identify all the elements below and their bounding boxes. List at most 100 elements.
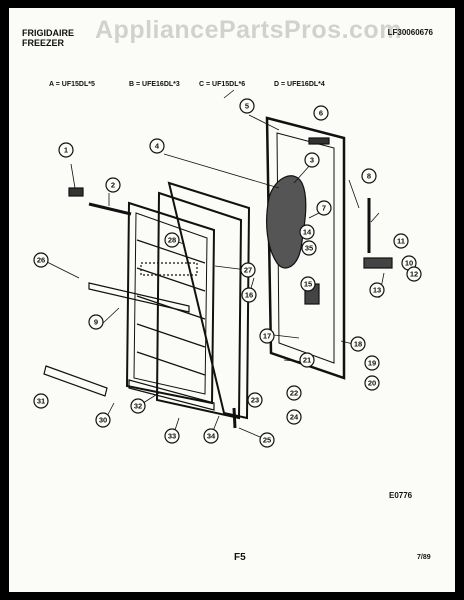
callout-circle	[301, 240, 317, 256]
callout-17: 17	[259, 328, 275, 344]
callout-22: 22	[286, 385, 302, 401]
callout-20: 20	[364, 375, 380, 391]
callout-circle	[95, 412, 111, 428]
callout-circle	[406, 266, 422, 282]
callout-number: 7	[322, 204, 326, 213]
callout-5: 5	[239, 98, 255, 114]
callout-number: 8	[367, 172, 371, 181]
callout-number: 24	[290, 413, 299, 422]
callout-number: 17	[263, 332, 271, 341]
callout-number: 2	[111, 181, 115, 190]
callout-circle	[88, 314, 104, 330]
callout-number: 25	[263, 436, 271, 445]
page-marker: F5	[234, 552, 246, 563]
callout-4: 4	[149, 138, 165, 154]
callout-circle	[240, 262, 256, 278]
callout-14: 14	[299, 224, 315, 240]
callout-number: 33	[168, 432, 176, 441]
callout-number: 32	[134, 402, 142, 411]
callout-number: 18	[354, 340, 362, 349]
door-inner-liner-edge	[133, 212, 208, 395]
model-number: LF30060676	[387, 28, 433, 37]
toe-grille	[43, 365, 108, 397]
callout-circle	[164, 232, 180, 248]
product-name: FREEZER	[22, 38, 65, 48]
part-1-bracket	[68, 187, 84, 197]
variant-d: D = UFE16DL*4	[274, 81, 325, 88]
callout-circle	[304, 152, 320, 168]
callout-number: 14	[303, 228, 312, 237]
callout-circle	[203, 428, 219, 444]
callout-circle	[259, 328, 275, 344]
callout-number: 35	[305, 244, 313, 253]
callout-number: 30	[99, 416, 107, 425]
bottom-trim	[128, 379, 215, 411]
callout-28: 28	[164, 232, 180, 248]
callout-31: 31	[33, 393, 49, 409]
callout-number: 23	[251, 396, 259, 405]
callout-26: 26	[33, 252, 49, 268]
callout-circle	[299, 224, 315, 240]
callout-12: 12	[406, 266, 422, 282]
door-shelf-4	[136, 323, 206, 348]
callout-27: 27	[240, 262, 256, 278]
variant-c: C = UF15DL*6	[199, 81, 246, 88]
callout-number: 21	[303, 356, 311, 365]
callout-circle	[33, 393, 49, 409]
callout-number: 15	[304, 280, 312, 289]
door-shelf-5	[136, 351, 206, 376]
callout-33: 33	[164, 428, 180, 444]
callout-circle	[130, 398, 146, 414]
callout-number: 12	[410, 270, 418, 279]
callout-number: 20	[368, 379, 376, 388]
exploded-parts-diagram: 1234567891011121314151617181920212223242…	[33, 89, 422, 448]
parts-sheet: AppliancePartsPros.com FRIGIDAIRE FREEZE…	[9, 8, 455, 592]
callout-number: 13	[373, 286, 381, 295]
callout-circle	[164, 428, 180, 444]
callout-9: 9	[88, 314, 104, 330]
callout-number: 11	[397, 237, 405, 246]
callout-bubbles: 1234567891011121314151617181920212223242…	[33, 98, 422, 448]
callout-23: 23	[247, 392, 263, 408]
callout-circle	[300, 276, 316, 292]
callout-circle	[241, 287, 257, 303]
callout-number: 22	[290, 389, 298, 398]
callout-number: 5	[245, 102, 249, 111]
callout-32: 32	[130, 398, 146, 414]
cabinet-liner	[265, 116, 346, 380]
figure-code: E0776	[389, 491, 413, 500]
callout-15: 15	[300, 276, 316, 292]
shelf-bar	[88, 282, 190, 313]
callout-13: 13	[369, 282, 385, 298]
callout-3: 3	[304, 152, 320, 168]
part-12-assembly	[363, 257, 393, 269]
callout-34: 34	[203, 428, 219, 444]
callout-circle	[105, 177, 121, 193]
callout-circle	[361, 168, 377, 184]
callout-2: 2	[105, 177, 121, 193]
callout-number: 34	[207, 432, 216, 441]
callout-16: 16	[241, 287, 257, 303]
callout-number: 6	[319, 109, 323, 118]
callout-11: 11	[393, 233, 409, 249]
callout-circle	[239, 98, 255, 114]
callout-number: 19	[368, 359, 376, 368]
callout-number: 1	[64, 146, 68, 155]
callout-1: 1	[58, 142, 74, 158]
callout-number: 9	[94, 318, 98, 327]
drawing-lines	[43, 89, 393, 441]
callout-circle	[286, 385, 302, 401]
callout-circle	[364, 375, 380, 391]
callout-21: 21	[299, 352, 315, 368]
callout-24: 24	[286, 409, 302, 425]
date-code: 7/89	[417, 554, 431, 561]
callout-7: 7	[316, 200, 332, 216]
callout-number: 10	[405, 259, 413, 268]
callout-8: 8	[361, 168, 377, 184]
callout-circle	[247, 392, 263, 408]
door-shelf-2	[136, 267, 206, 292]
part-2-rod	[88, 202, 132, 216]
callout-number: 3	[310, 156, 314, 165]
callout-circle	[299, 352, 315, 368]
variant-a: A = UF15DL*5	[49, 81, 95, 88]
